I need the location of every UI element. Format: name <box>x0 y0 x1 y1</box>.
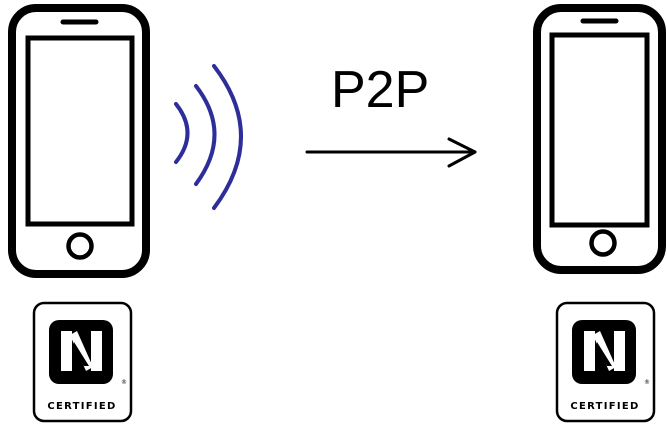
receiver-phone-icon <box>533 4 666 274</box>
nfc-certified-badge-right: ® CERTIFIED <box>555 301 656 423</box>
nfc-n-mark-icon <box>49 320 113 384</box>
certified-label-left: CERTIFIED <box>47 401 116 412</box>
nfc-signal-waves-icon <box>174 64 243 210</box>
transfer-label: P2P <box>331 61 430 119</box>
registered-mark: ® <box>644 379 650 386</box>
certified-label-right: CERTIFIED <box>570 401 639 412</box>
nfc-certified-badge-left: ® CERTIFIED <box>32 301 133 423</box>
registered-mark: ® <box>121 379 127 386</box>
nfc-n-mark-icon <box>572 320 636 384</box>
sender-phone-icon <box>8 4 150 278</box>
right-arrow-icon <box>305 137 477 168</box>
